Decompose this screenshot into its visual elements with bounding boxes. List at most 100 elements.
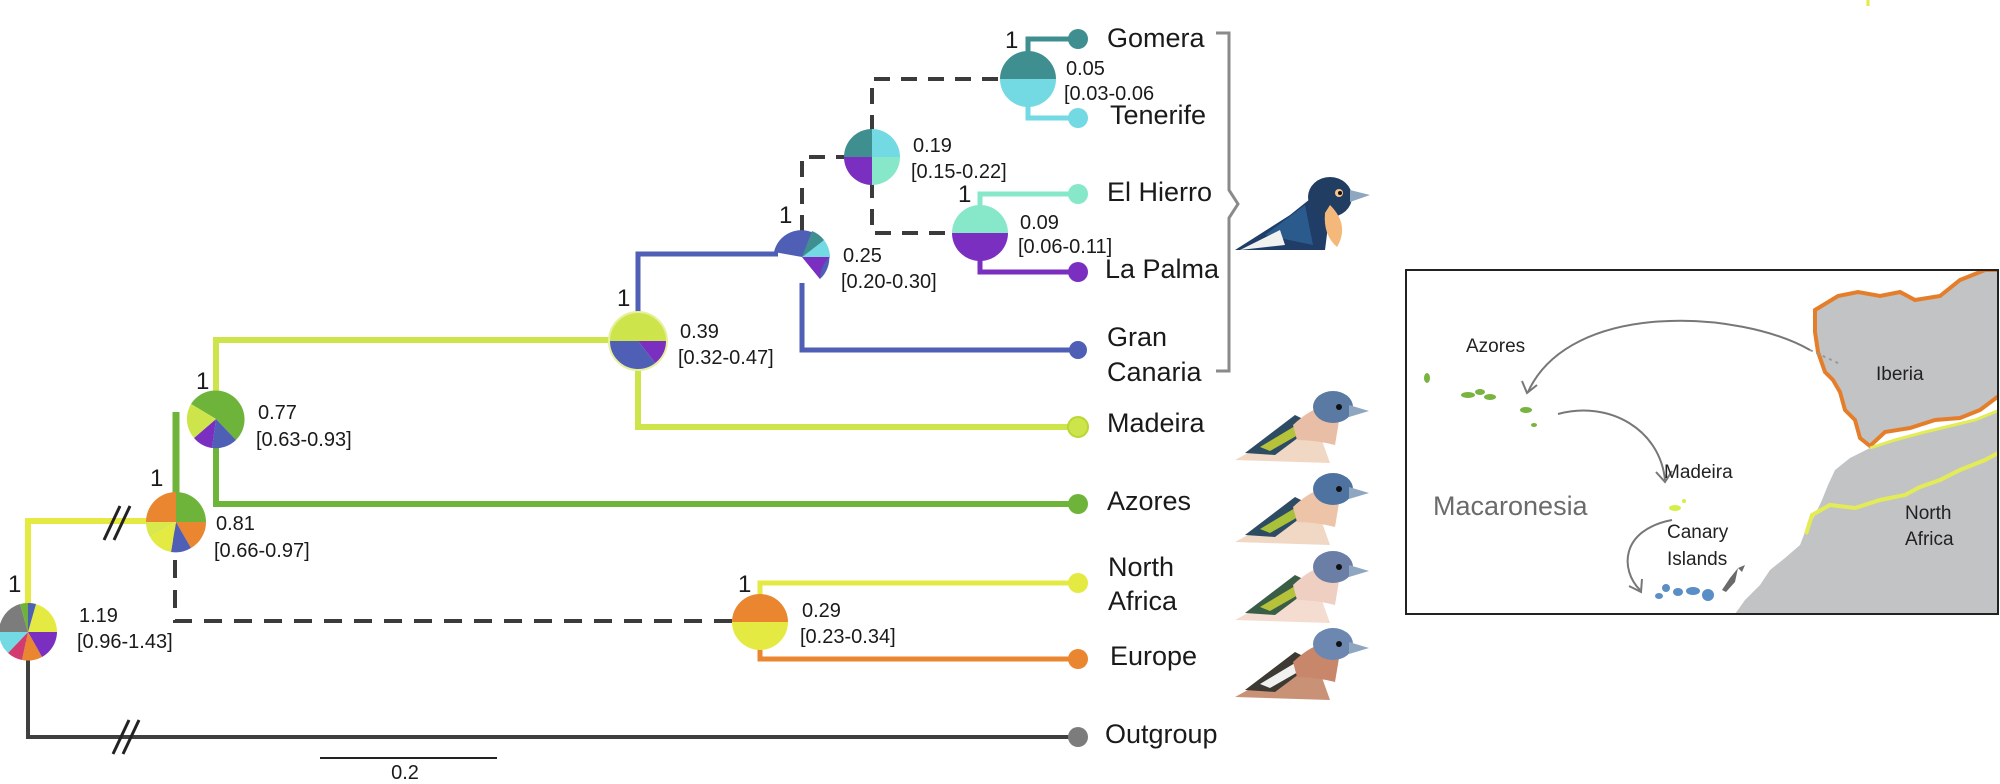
tip-label-north-africa-1: North	[1108, 552, 1174, 582]
branch-north-africa	[757, 580, 1078, 597]
map-arrow-azores-madeira	[1557, 409, 1666, 481]
node-labels: 1 1.19 [0.96-1.43] 1 0.81 [0.66-0.97] 1 …	[8, 27, 1154, 653]
support-025: 1	[779, 202, 792, 229]
bird-azores-chaffinch	[1235, 473, 1369, 545]
map-label-madeira: Madeira	[1664, 462, 1733, 483]
branch-019-to-009	[870, 182, 956, 235]
tip-marker-europe	[1068, 649, 1088, 669]
map-label-north-africa-1: North	[1905, 503, 1951, 524]
pie-005	[1000, 51, 1056, 107]
tip-marker-madeira	[1067, 416, 1089, 438]
tip-marker-el-hierro	[1068, 184, 1088, 204]
tip-label-gomera: Gomera	[1107, 23, 1206, 53]
branch-outgroup	[26, 640, 1078, 739]
branch-019-to-005	[870, 77, 1003, 131]
map-arrow-iberia-azores	[1527, 319, 1811, 393]
tip-label-outgroup: Outgroup	[1105, 719, 1218, 749]
branch-077-to-039	[213, 337, 612, 398]
branch-039-to-025	[635, 251, 778, 314]
scale-bar-label: 0.2	[391, 762, 419, 779]
support-029: 1	[738, 571, 751, 598]
pie-029	[732, 594, 788, 650]
pie-039	[608, 311, 668, 371]
tip-marker-azores	[1068, 494, 1088, 514]
map-label-north-africa-2: Africa	[1905, 529, 1954, 550]
tip-label-el-hierro: El Hierro	[1107, 177, 1212, 207]
hpd-019: [0.15-0.22]	[911, 161, 1007, 183]
tip-label-azores: Azores	[1107, 486, 1191, 516]
branch-azores	[213, 440, 1078, 507]
pie-root	[0, 602, 57, 661]
bird-north-africa-chaffinch	[1235, 551, 1369, 623]
age-025: 0.25	[843, 245, 882, 267]
pie-019	[844, 129, 900, 185]
map-label-canary-1: Canary	[1667, 522, 1729, 543]
canary-bracket	[1216, 31, 1240, 373]
tip-marker-gran-canaria	[1069, 341, 1087, 359]
tip-labels: Gomera Tenerife El Hierro La Palma Gran …	[1105, 23, 1220, 749]
tip-label-tenerife: Tenerife	[1110, 100, 1206, 130]
map-frame	[1405, 269, 1999, 615]
hpd-009: [0.06-0.11]	[1018, 236, 1112, 258]
branch-081-to-029	[173, 530, 738, 623]
scale-bar: 0.2	[320, 757, 497, 784]
tree-branches	[25, 36, 1078, 755]
age-root: 1.19	[79, 605, 118, 627]
support-005: 1	[1005, 27, 1018, 54]
support-039: 1	[617, 285, 630, 312]
map-north-africa-border	[1804, 450, 1998, 535]
map-azores-islands	[1424, 373, 1537, 427]
branch-025-to-019	[800, 155, 846, 231]
age-081: 0.81	[216, 513, 255, 535]
tip-markers	[1067, 29, 1089, 747]
hpd-081: [0.66-0.97]	[214, 540, 310, 562]
branch-break-marks	[102, 505, 141, 755]
map-africa	[1735, 410, 1998, 614]
hpd-005: [0.03-0.06	[1064, 83, 1154, 105]
tip-marker-outgroup	[1068, 727, 1088, 747]
hpd-077: [0.63-0.93]	[256, 429, 352, 451]
node-pies	[0, 51, 1056, 661]
age-077: 0.77	[258, 402, 297, 424]
branch-la-palma	[977, 258, 1078, 275]
hpd-root: [0.96-1.43]	[77, 631, 173, 653]
tip-label-north-africa-2: Africa	[1108, 586, 1178, 616]
bird-canary-blue-chaffinch	[1235, 177, 1370, 250]
bird-illustrations	[1235, 177, 1370, 700]
branch-gomera	[1025, 36, 1078, 53]
tip-label-la-palma: La Palma	[1105, 254, 1220, 284]
bird-common-chaffinch	[1235, 628, 1369, 700]
tip-marker-gomera	[1068, 29, 1088, 49]
map-label-azores: Azores	[1466, 336, 1525, 357]
branch-tenerife	[1025, 104, 1078, 121]
branch-el-hierro	[977, 191, 1078, 207]
tip-marker-north-africa	[1068, 573, 1088, 593]
map-iberia	[1813, 270, 1998, 449]
age-019: 0.19	[913, 135, 952, 157]
branch-europe	[757, 647, 1078, 662]
pie-081	[145, 492, 206, 553]
map-arrow-madeira-canary	[1626, 519, 1673, 591]
map-madeira-islands	[1669, 499, 1686, 511]
age-029: 0.29	[802, 600, 841, 622]
support-009: 1	[958, 181, 971, 208]
pie-077	[186, 390, 245, 449]
map-inset: Azores Iberia Madeira Macaronesia Canary…	[1405, 269, 1999, 615]
age-005: 0.05	[1066, 58, 1105, 80]
age-009: 0.09	[1020, 212, 1059, 234]
tip-marker-tenerife	[1068, 108, 1088, 128]
age-039: 0.39	[680, 321, 719, 343]
map-label-macaronesia: Macaronesia	[1433, 491, 1589, 521]
map-label-canary-2: Islands	[1667, 549, 1727, 570]
support-root: 1	[8, 571, 21, 598]
tip-label-gran-canaria-2: Canaria	[1107, 357, 1203, 387]
support-081: 1	[150, 465, 163, 492]
pie-025	[774, 230, 830, 279]
hpd-029: [0.23-0.34]	[800, 626, 896, 648]
bird-madeira-chaffinch	[1235, 391, 1369, 463]
map-label-iberia: Iberia	[1876, 364, 1924, 385]
map-canary-islands	[1655, 565, 1745, 601]
support-077: 1	[196, 368, 209, 395]
branch-root-ingroup	[25, 518, 160, 624]
